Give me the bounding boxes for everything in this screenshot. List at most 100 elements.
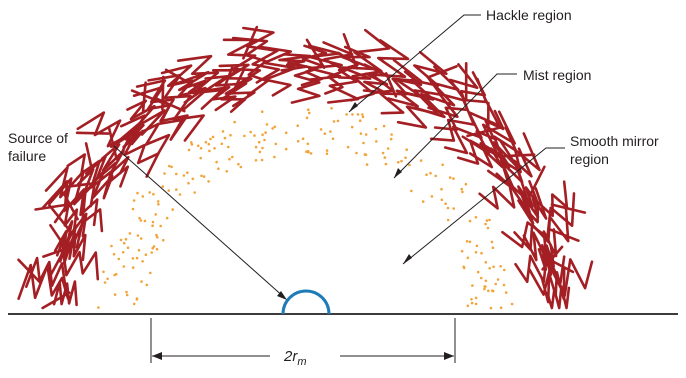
mist-dot [138, 217, 141, 220]
mist-dot [285, 132, 288, 135]
mist-dot [471, 284, 474, 287]
mist-dot [106, 278, 109, 281]
mist-dot [132, 266, 135, 269]
mist-dot [200, 175, 203, 178]
mist-dot [332, 137, 335, 140]
hackle-region [19, 27, 593, 308]
mist-dot [142, 195, 145, 198]
mist-dot [310, 152, 313, 155]
mist-dot [499, 265, 502, 268]
mist-dot [187, 182, 190, 185]
mist-dot [227, 146, 230, 149]
mist-dot [360, 132, 363, 135]
mist-dot [145, 253, 148, 256]
mist-dot [229, 134, 232, 137]
mist-dot [127, 246, 130, 249]
mist-dot [296, 124, 299, 127]
mist-dot [141, 260, 144, 263]
mist-dot [337, 120, 340, 123]
mist-dot [485, 280, 488, 283]
mist-dot [488, 267, 491, 270]
mist-dot [253, 134, 256, 137]
mist-dot [307, 108, 310, 111]
mirror-radius-label: 2rm [283, 348, 307, 368]
mirror-leader-arrowhead [403, 254, 412, 264]
mist-dot [355, 152, 358, 155]
mist-dot [440, 188, 443, 191]
mist-dot [320, 128, 323, 131]
mist-dot [102, 271, 105, 274]
mist-dot [151, 247, 154, 250]
mist-dot [333, 120, 336, 123]
dimension-arrow-right [444, 352, 454, 360]
mist-dot [125, 291, 128, 294]
mist-dot [469, 241, 472, 244]
mist-dot [263, 139, 266, 142]
mist-dot [208, 150, 211, 153]
mist-dot [488, 219, 491, 222]
mist-dot [222, 130, 225, 133]
mist-dot [359, 119, 362, 122]
mist-dot [465, 183, 468, 186]
mist-dot [207, 180, 210, 183]
mist-dot [255, 159, 258, 162]
mist-dot [163, 172, 166, 175]
mist-dot [114, 293, 117, 296]
mist-dot [224, 137, 227, 140]
mist-dot [266, 123, 269, 126]
mist-dot [461, 250, 464, 253]
mist-dot [157, 200, 160, 203]
mist-dot [480, 252, 483, 255]
mist-dot [126, 294, 129, 297]
mist-dot [326, 152, 329, 155]
mist-dot [470, 298, 473, 301]
mirror-region-label-line1: Smooth mirror [570, 133, 659, 149]
mist-dot [162, 239, 165, 242]
mirror-radius-subscript: m [297, 356, 306, 368]
mist-dot [492, 290, 495, 293]
mist-dot [183, 174, 186, 177]
mist-dot [199, 157, 202, 160]
mist-dot [140, 219, 143, 222]
mist-dot [383, 125, 386, 128]
mist-dot [361, 113, 364, 116]
mist-dot [228, 158, 231, 161]
mist-dot [366, 163, 369, 166]
mist-dot [469, 220, 472, 223]
mist-dot [485, 261, 488, 264]
mist-dot [324, 132, 327, 135]
mist-dot [387, 147, 390, 150]
mist-dot [148, 191, 151, 194]
mist-dot [261, 110, 264, 113]
mist-dot [364, 153, 367, 156]
mist-dot [375, 128, 378, 131]
mist-dot [307, 143, 310, 146]
mist-dot [274, 126, 277, 129]
mirror-region-label-line2: region [570, 151, 609, 167]
hackle-region-label: Hackle region [486, 7, 572, 23]
mist-dot [186, 171, 189, 174]
mist-dot [261, 133, 264, 136]
mist-dot [175, 188, 178, 191]
mist-region [97, 107, 513, 309]
mist-dot [329, 130, 332, 133]
mist-dot [490, 307, 493, 310]
mist-dot [168, 165, 171, 168]
hackle-crack-branch [501, 155, 534, 157]
mist-dot [449, 176, 452, 179]
source-of-failure-label-line1: Source of [8, 130, 68, 146]
mist-dot [480, 277, 483, 280]
mist-dot [136, 298, 139, 301]
mist-dot [487, 290, 490, 293]
mist-dot [208, 143, 211, 146]
mist-dot [151, 224, 154, 227]
mist-dot [97, 306, 100, 309]
mist-dot [110, 245, 113, 248]
mist-dot [297, 140, 300, 143]
mist-dot [140, 280, 143, 283]
mist-dot [362, 142, 365, 145]
dimension-arrow-left [152, 352, 162, 360]
mist-dot [273, 156, 276, 159]
source-of-failure-label-line2: failure [8, 148, 46, 164]
